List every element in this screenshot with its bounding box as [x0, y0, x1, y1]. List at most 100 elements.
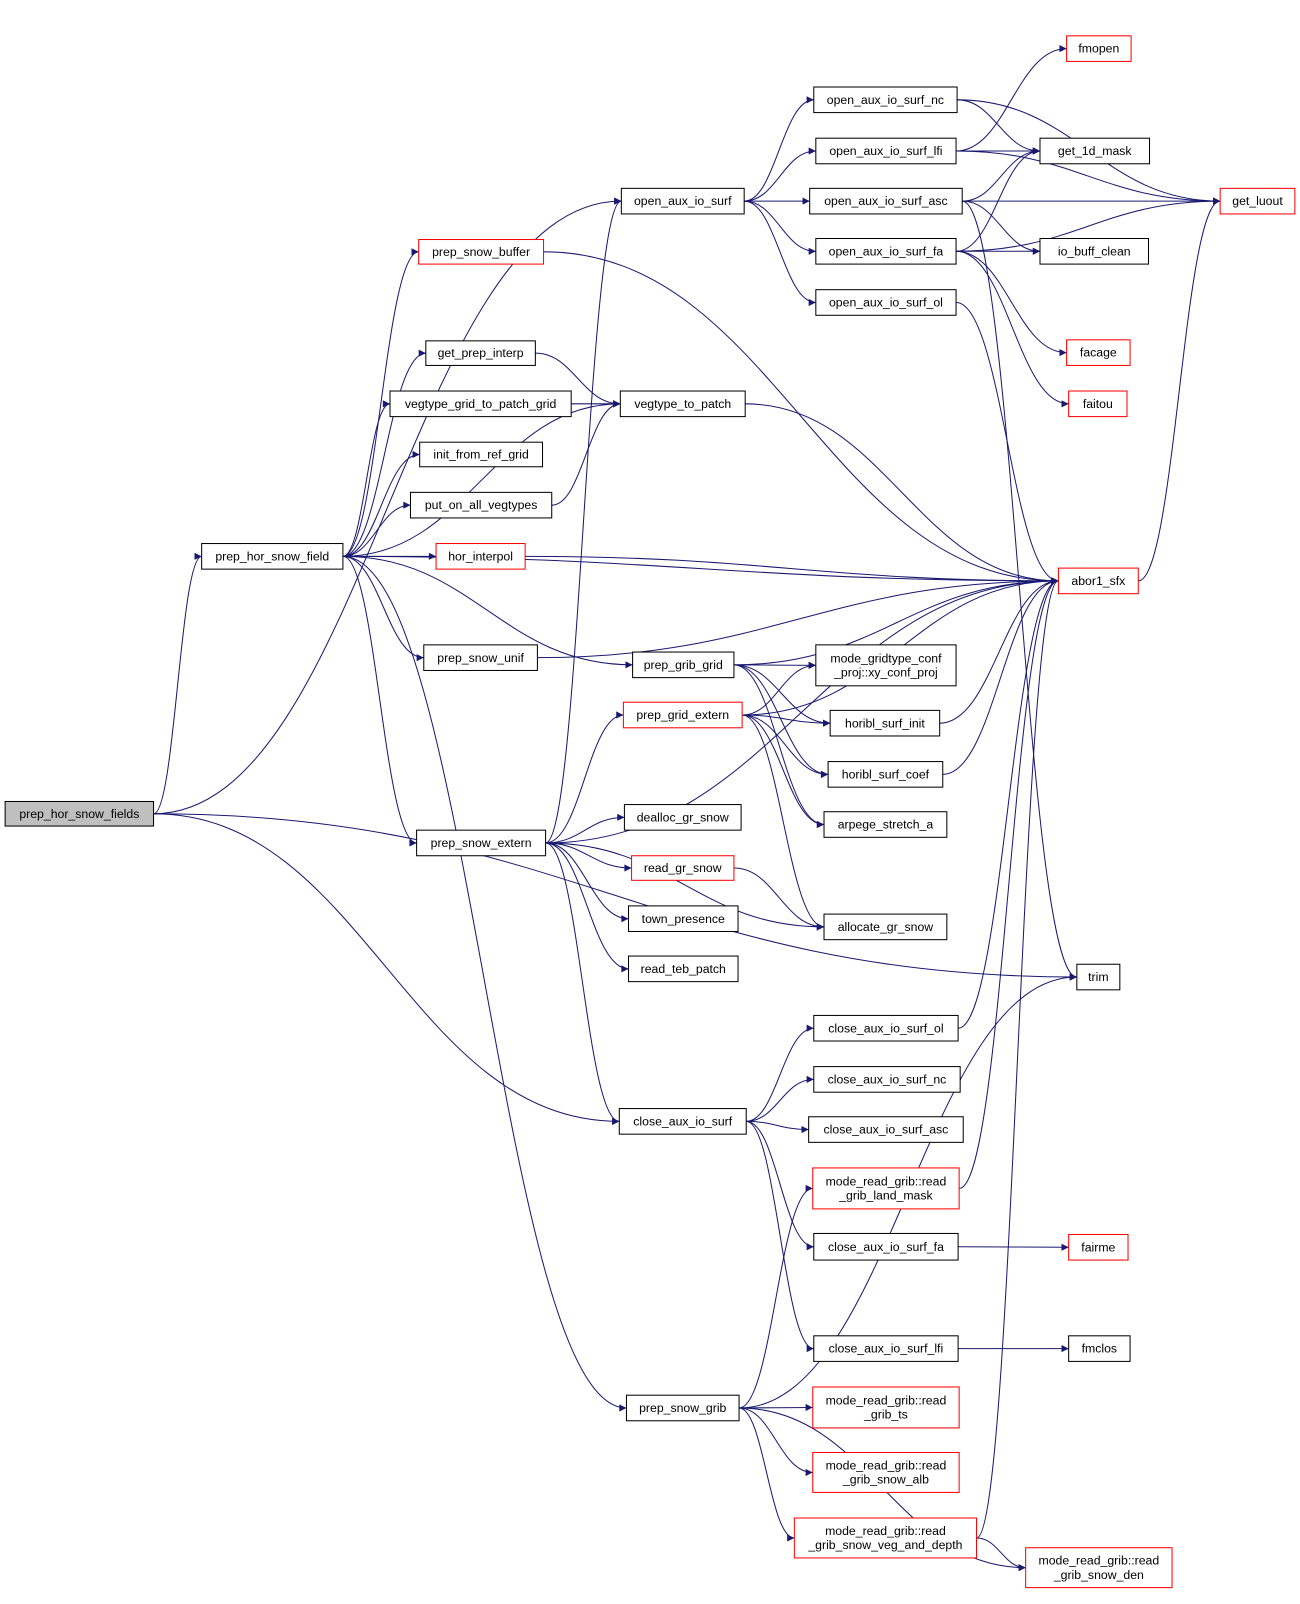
- node-close-aux-io-surf[interactable]: close_aux_io_surf: [618, 1108, 747, 1135]
- node-box: [632, 651, 735, 679]
- node-open-aux-io-surf-ol[interactable]: open_aux_io_surf_ol: [815, 289, 957, 316]
- node-horibl-surf-init[interactable]: horibl_surf_init: [829, 709, 941, 737]
- node-vegtype-grid-to-patch-grid[interactable]: vegtype_grid_to_patch_grid: [389, 390, 572, 418]
- node-io-buff-clean[interactable]: io_buff_clean: [1039, 237, 1150, 265]
- node-mode-read-grib-read-grib-ts[interactable]: mode_read_grib::read_grib_ts: [812, 1386, 960, 1429]
- node-close-aux-io-surf-nc[interactable]: close_aux_io_surf_nc: [813, 1066, 961, 1093]
- node-mode-read-grib-read-grib-snow-den[interactable]: mode_read_grib::read_grib_snow_den: [1025, 1547, 1173, 1589]
- node-box: [823, 913, 948, 941]
- node-init-from-ref-grid[interactable]: init_from_ref_grid: [419, 441, 544, 468]
- node-label: get_prep_interp: [438, 346, 524, 360]
- node-box: [418, 239, 545, 265]
- node-mode-gridtype-conf-proj-xy-conf-proj[interactable]: mode_gridtype_conf_proj::xy_conf_proj: [815, 644, 957, 687]
- node-horibl-surf-coef[interactable]: horibl_surf_coef: [827, 761, 944, 788]
- node-label: faitou: [1083, 397, 1113, 411]
- node-box: [622, 701, 743, 729]
- node-close-aux-io-surf-lfi[interactable]: close_aux_io_surf_lfi: [813, 1335, 959, 1362]
- node-label: read_gr_snow: [644, 861, 722, 875]
- node-close-aux-io-surf-asc[interactable]: close_aux_io_surf_asc: [808, 1116, 964, 1143]
- node-box: [423, 644, 538, 671]
- edge-pse-to-rgs: [545, 842, 632, 872]
- node-close-aux-io-surf-fa[interactable]: close_aux_io_surf_fa: [813, 1232, 959, 1261]
- node-box: [812, 1167, 960, 1210]
- node-hor-interpol[interactable]: hor_interpol: [435, 543, 526, 570]
- node-arpege-stretch-a[interactable]: arpege_stretch_a: [823, 811, 948, 838]
- node-open-aux-io-surf-nc[interactable]: open_aux_io_surf_nc: [813, 86, 958, 114]
- node-mode-read-grib-read-grib-snow-veg-and-depth[interactable]: mode_read_grib::read_grib_snow_veg_and_d…: [793, 1517, 978, 1559]
- node-get-prep-interp[interactable]: get_prep_interp: [425, 340, 536, 366]
- node-label: _grib_snow_veg_and_depth: [807, 1538, 962, 1552]
- node-prep-snow-buffer[interactable]: prep_snow_buffer: [418, 239, 545, 265]
- edge-root-to-phsf: [153, 552, 202, 815]
- node-facage[interactable]: facage: [1066, 339, 1131, 366]
- node-fairme[interactable]: fairme: [1068, 1233, 1129, 1261]
- edge-pgg-to-hsc: [733, 664, 829, 778]
- node-open-aux-io-surf-fa[interactable]: open_aux_io_surf_fa: [815, 237, 957, 265]
- node-open-aux-io-surf[interactable]: open_aux_io_surf: [620, 187, 745, 215]
- node-label: close_aux_io_surf_asc: [824, 1123, 949, 1137]
- node-abor1-sfx[interactable]: abor1_sfx: [1057, 567, 1139, 595]
- node-get-luout[interactable]: get_luout: [1219, 187, 1296, 215]
- node-prep-grid-extern[interactable]: prep_grid_extern: [622, 701, 743, 729]
- node-prep-snow-grib[interactable]: prep_snow_grib: [625, 1394, 740, 1422]
- node-label: prep_grid_extern: [636, 708, 729, 722]
- node-prep-snow-unif[interactable]: prep_snow_unif: [423, 644, 538, 671]
- node-label: mode_read_grib::read: [826, 1458, 947, 1472]
- node-prep-hor-snow-fields[interactable]: prep_hor_snow_fields: [4, 800, 155, 827]
- node-close-aux-io-surf-ol[interactable]: close_aux_io_surf_ol: [813, 1014, 959, 1042]
- node-open-aux-io-surf-asc[interactable]: open_aux_io_surf_asc: [809, 187, 963, 215]
- node-label: mode_read_grib::read: [826, 1393, 947, 1407]
- edge-pgg-to-asa: [733, 664, 825, 829]
- node-label: open_aux_io_surf_ol: [829, 296, 943, 310]
- node-mode-read-grib-read-grib-land-mask[interactable]: mode_read_grib::read_grib_land_mask: [812, 1167, 960, 1210]
- node-box: [631, 855, 735, 881]
- edge-cais-to-cnc: [746, 1075, 814, 1122]
- node-prep-grib-grid[interactable]: prep_grib_grid: [632, 651, 735, 679]
- node-vegtype-to-patch[interactable]: vegtype_to_patch: [619, 390, 746, 418]
- edge-root-to-trim: [153, 813, 1077, 981]
- node-label: open_aux_io_surf_lfi: [829, 144, 942, 158]
- node-box: [815, 237, 957, 265]
- node-label: _grib_snow_alb: [842, 1473, 929, 1487]
- node-prep-snow-extern[interactable]: prep_snow_extern: [416, 829, 547, 857]
- node-box: [813, 1335, 959, 1362]
- node-label: open_aux_io_surf_fa: [829, 244, 944, 258]
- edge-pgg-to-abor: [733, 577, 1059, 666]
- node-open-aux-io-surf-lfi[interactable]: open_aux_io_surf_lfi: [815, 137, 957, 165]
- node-read-gr-snow[interactable]: read_gr_snow: [631, 855, 735, 881]
- edge-pgg-to-hsi: [733, 664, 831, 727]
- edge-olfi-to-gl: [956, 150, 1221, 205]
- node-dealloc-gr-snow[interactable]: dealloc_gr_snow: [623, 804, 742, 831]
- node-put-on-all-vegtypes[interactable]: put_on_all_vegtypes: [409, 491, 553, 519]
- node-box: [813, 1014, 959, 1042]
- node-box: [409, 491, 553, 519]
- node-label: open_aux_io_surf_asc: [824, 194, 947, 208]
- node-label: _grib_snow_den: [1053, 1568, 1144, 1582]
- node-label: _grib_land_mask: [838, 1189, 933, 1203]
- node-get-1d-mask[interactable]: get_1d_mask: [1039, 137, 1151, 165]
- node-prep-hor-snow-field[interactable]: prep_hor_snow_field: [201, 543, 344, 570]
- node-fmclos[interactable]: fmclos: [1068, 1335, 1131, 1362]
- edge-rgsvd-to-rgsd: [976, 1537, 1026, 1572]
- edge-cais-to-clfi: [746, 1120, 814, 1353]
- node-fmopen[interactable]: fmopen: [1066, 35, 1132, 62]
- node-faitou[interactable]: faitou: [1068, 390, 1128, 418]
- edge-vtp-to-abor: [745, 403, 1059, 585]
- nodes-layer: prep_hor_snow_fields prep_hor_snow_field o…: [4, 35, 1296, 1589]
- node-label: horibl_surf_coef: [842, 767, 930, 781]
- edge-pse-to-rtp: [545, 842, 629, 973]
- node-allocate-gr-snow[interactable]: allocate_gr_snow: [823, 913, 948, 941]
- edge-psg-to-rgsvd: [738, 1407, 795, 1542]
- node-trim[interactable]: trim: [1076, 963, 1121, 991]
- node-town-presence[interactable]: town_presence: [627, 905, 739, 932]
- edge-ofa-to-gl: [956, 197, 1221, 252]
- edge-rgs-to-ags: [733, 867, 825, 931]
- node-label: abor1_sfx: [1071, 574, 1125, 588]
- node-box: [623, 804, 742, 831]
- node-box: [4, 800, 155, 827]
- node-box: [1066, 35, 1132, 62]
- node-mode-read-grib-read-grib-snow-alb[interactable]: mode_read_grib::read_grib_snow_alb: [812, 1451, 960, 1493]
- node-box: [1066, 339, 1131, 366]
- node-label: vegtype_grid_to_patch_grid: [405, 397, 557, 411]
- node-read-teb-patch[interactable]: read_teb_patch: [627, 955, 739, 983]
